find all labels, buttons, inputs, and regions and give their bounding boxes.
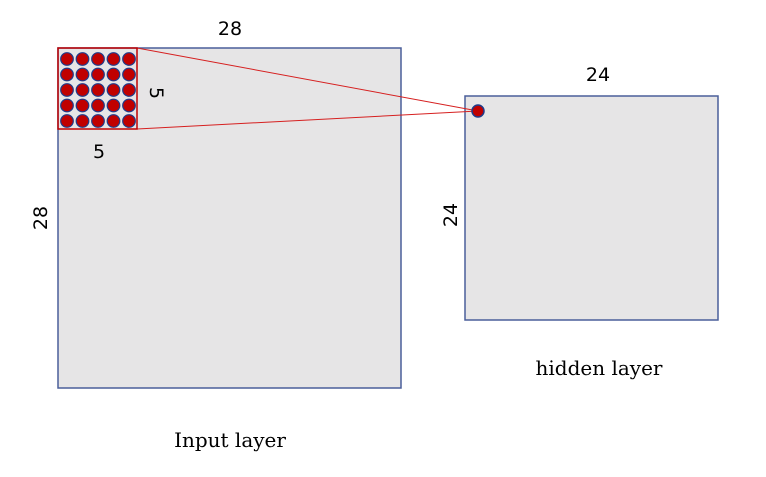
input-neuron (122, 83, 136, 97)
input-neuron (106, 98, 121, 113)
input-neuron (91, 67, 105, 82)
input-neuron (91, 52, 105, 66)
hidden-layer-caption: hidden layer (536, 356, 663, 380)
input-neuron (106, 83, 121, 97)
hidden-neuron (471, 104, 485, 118)
input-layer-caption: Input layer (174, 428, 286, 452)
hidden-width-label: 24 (586, 64, 610, 86)
input-neuron (122, 114, 136, 128)
input-neuron (60, 83, 74, 97)
input-neuron (75, 114, 90, 128)
input-neuron (75, 98, 90, 113)
input-neuron (91, 98, 105, 113)
input-neuron (60, 98, 74, 113)
input-height-label: 28 (30, 206, 52, 230)
input-neuron (106, 52, 121, 66)
receptive-field-neuron-grid (60, 52, 136, 128)
connection-line-top (136, 47, 479, 112)
input-neuron (60, 114, 74, 128)
input-neuron (122, 98, 136, 113)
receptive-field-box (57, 47, 138, 130)
hidden-layer-square (464, 95, 719, 321)
input-neuron (91, 83, 105, 97)
hidden-height-label: 24 (440, 203, 462, 227)
input-width-label: 28 (218, 18, 242, 40)
input-neuron (75, 67, 90, 82)
receptive-field-height-label: 5 (145, 87, 167, 99)
input-neuron (75, 83, 90, 97)
input-neuron (106, 67, 121, 82)
input-neuron (60, 67, 74, 82)
input-neuron (106, 114, 121, 128)
input-neuron (75, 52, 90, 66)
input-layer-square (57, 47, 402, 389)
input-neuron (91, 114, 105, 128)
connection-line-bottom (136, 110, 479, 130)
input-neuron (122, 52, 136, 66)
receptive-field-width-label: 5 (93, 141, 105, 163)
input-neuron (122, 67, 136, 82)
input-neuron (60, 52, 74, 66)
